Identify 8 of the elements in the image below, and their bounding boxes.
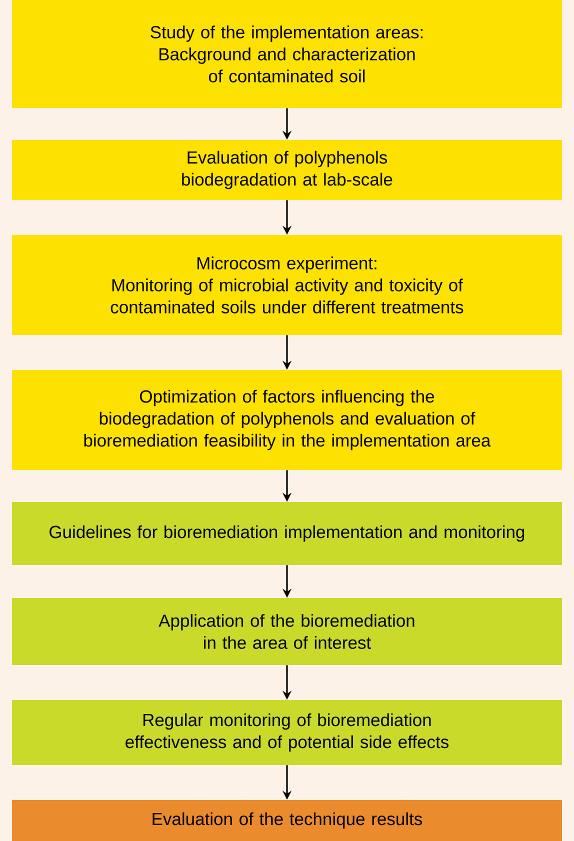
process-box: Guidelines for bioremediation implementation and monitoring: [12, 502, 562, 565]
process-box: Study of the implementation areas: Background and characterization of contaminated soil: [12, 0, 562, 108]
process-box: Evaluation of polyphenols biodegradation at lab-scale: [12, 140, 562, 200]
process-box: Application of the bioremediation in the area of interest: [12, 598, 562, 665]
process-box: Microcosm experiment: Monitoring of microbial activity and toxicity of contaminated soils under different treatments: [12, 235, 562, 335]
process-box: Optimization of factors influencing the biodegradation of polyphenols and evaluation of bioremediation feasibility in the implementation area: [12, 370, 562, 470]
process-box: Evaluation of the technique results: [12, 800, 562, 841]
process-box: Regular monitoring of bioremediation effectiveness and of potential side effects: [12, 700, 562, 765]
